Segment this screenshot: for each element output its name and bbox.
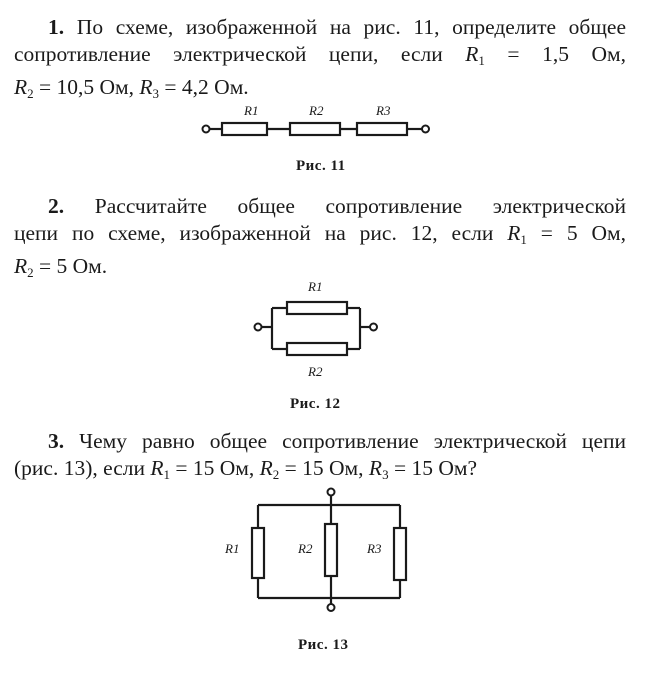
resistor-r3 (392, 526, 408, 582)
problem-2-text: 2. Рассчитайте общее сопротивление элект… (14, 193, 626, 286)
problem-2-r1-value: = 5 Ом, (526, 221, 626, 245)
problem-3-line-1-text: Чему равно общее сопротивление электриче… (79, 429, 626, 453)
problem-3-line-1: 3. Чему равно общее сопротивление электр… (14, 428, 626, 455)
resistor-r1 (285, 300, 349, 316)
terminal-left (201, 124, 211, 134)
resistor-r1 (250, 526, 266, 580)
problem-1-line-2: сопротивление электрической цепи, если R… (14, 41, 626, 74)
terminal-right (369, 322, 378, 332)
resistor-r2 (285, 341, 349, 357)
resistor-r2 (323, 522, 339, 578)
r1-label: R1 (244, 103, 259, 118)
problem-3-line-2: (рис. 13), если R1 = 15 Ом, R2 = 15 Ом, … (14, 455, 626, 488)
problem-1-r1-value: = 1,5 Ом, (484, 42, 627, 66)
problem-2-r1-symbol: R (507, 221, 521, 245)
terminal-right (421, 124, 430, 134)
problem-2-r2-value: = 5 Ом. (33, 254, 108, 278)
problem-2-r1-subscript: 1 (520, 232, 527, 247)
terminal-bottom (326, 603, 336, 612)
r2-label: R2 (309, 103, 324, 118)
problem-1-r2-symbol: R (14, 75, 28, 99)
problem-3-r1-symbol: R (150, 456, 164, 480)
problem-2-r2-subscript: 2 (27, 265, 34, 280)
problem-3-text: 3. Чему равно общее сопротивление электр… (14, 428, 626, 488)
terminal-left (253, 322, 263, 332)
problem-3-r1-value: = 15 Ом, (170, 456, 260, 480)
problem-1-r2-value: = 10,5 Ом, (33, 75, 140, 99)
terminal-top (326, 487, 336, 497)
r2-label: R2 (308, 364, 323, 379)
r3-label: R3 (376, 103, 391, 118)
problem-2-line-1: 2. Рассчитайте общее сопротивление элект… (14, 193, 626, 220)
r3-label: R3 (367, 541, 382, 556)
problem-3-r1-subscript: 1 (163, 467, 171, 482)
problem-3-r3-subscript: 3 (382, 467, 389, 482)
parallel-circuit-diagram (253, 300, 378, 357)
resistor-r2 (288, 121, 342, 137)
problem-1-text: 1. По схеме, изображенной на рис. 11, оп… (14, 14, 626, 107)
r2-label: R2 (298, 541, 313, 556)
r1-label: R1 (308, 279, 323, 294)
three-parallel-circuit-diagram (250, 487, 408, 612)
problem-1-r2-subscript: 2 (27, 86, 34, 101)
problem-2-line-2: цепи по схеме, изображенной на рис. 12, … (14, 220, 626, 253)
problem-1-line-2-text: сопротивление электрической цепи, если (14, 42, 443, 66)
problem-2-r2-symbol: R (14, 254, 28, 278)
problem-3-r3-value: = 15 Ом? (388, 456, 477, 480)
problem-1-line-1: 1. По схеме, изображенной на рис. 11, оп… (14, 14, 626, 41)
figure-11-caption: Рис. 11 (296, 158, 346, 174)
problem-1-line-3: R2 = 10,5 Ом, R3 = 4,2 Ом. (14, 74, 626, 107)
problem-1-r3-symbol: R (139, 75, 153, 99)
problem-2-line-3: R2 = 5 Ом. (14, 253, 626, 286)
problem-3-r3-symbol: R (368, 456, 383, 480)
figure-13-caption: Рис. 13 (298, 637, 349, 653)
problem-3-r2-value: = 15 Ом, (279, 456, 369, 480)
problem-1-r1-symbol: R (465, 42, 479, 66)
problem-3-line-2-text: (рис. 13), если (14, 456, 151, 480)
problem-1-number: 1. (48, 15, 65, 39)
series-circuit-diagram (201, 121, 430, 137)
resistor-r3 (355, 121, 409, 137)
problem-1-r3-subscript: 3 (152, 86, 160, 101)
problem-2-line-2-text: цепи по схеме, изображенной на рис. 12, … (14, 221, 494, 245)
problem-3-number: 3. (48, 429, 65, 453)
resistor-r1 (220, 121, 269, 137)
problem-1-r1-subscript: 1 (478, 53, 485, 68)
figure-12-caption: Рис. 12 (290, 396, 341, 412)
problem-1-r3-value: = 4,2 Ом. (159, 75, 249, 99)
r1-label: R1 (225, 541, 240, 556)
problem-3-r2-subscript: 2 (272, 467, 280, 482)
problem-1-line-1-text: По схеме, изображенной на рис. 11, опред… (76, 15, 627, 39)
problem-2-number: 2. (48, 194, 65, 218)
problem-2-line-1-text: Рассчитайте общее сопротивление электрич… (94, 194, 627, 218)
problem-3-r2-symbol: R (259, 456, 273, 480)
